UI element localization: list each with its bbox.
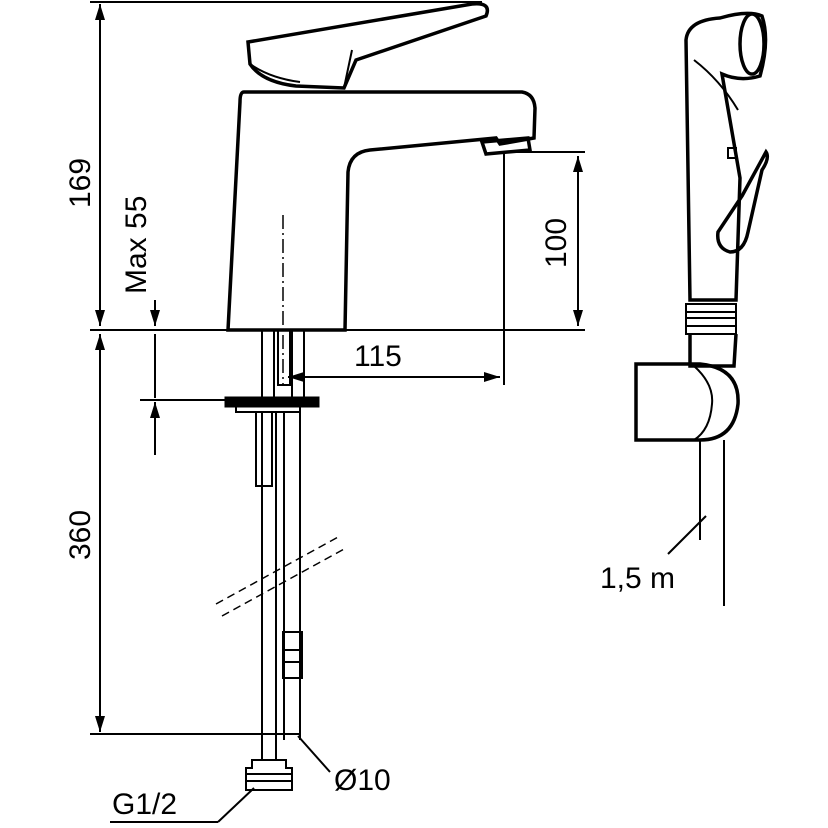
spout	[226, 90, 537, 332]
hose-pipes	[215, 412, 347, 791]
dimension-max-55: Max 55	[120, 196, 153, 294]
lever-handle	[246, 2, 490, 90]
dimension-hose-1-5m: 1,5 m	[600, 562, 675, 595]
aerator	[479, 136, 533, 156]
dimension-lines	[90, 1, 585, 823]
mounting-shank	[224, 329, 320, 487]
hand-shower	[634, 11, 770, 606]
dimension-g1-2: G1/2	[112, 788, 177, 821]
dimension-diameter-10: Ø10	[334, 764, 391, 797]
dimension-169: 169	[64, 158, 97, 208]
dimension-360: 360	[64, 510, 97, 560]
dimension-100: 100	[540, 218, 573, 268]
faucet-body	[90, 2, 585, 332]
dimension-115: 115	[354, 340, 402, 373]
